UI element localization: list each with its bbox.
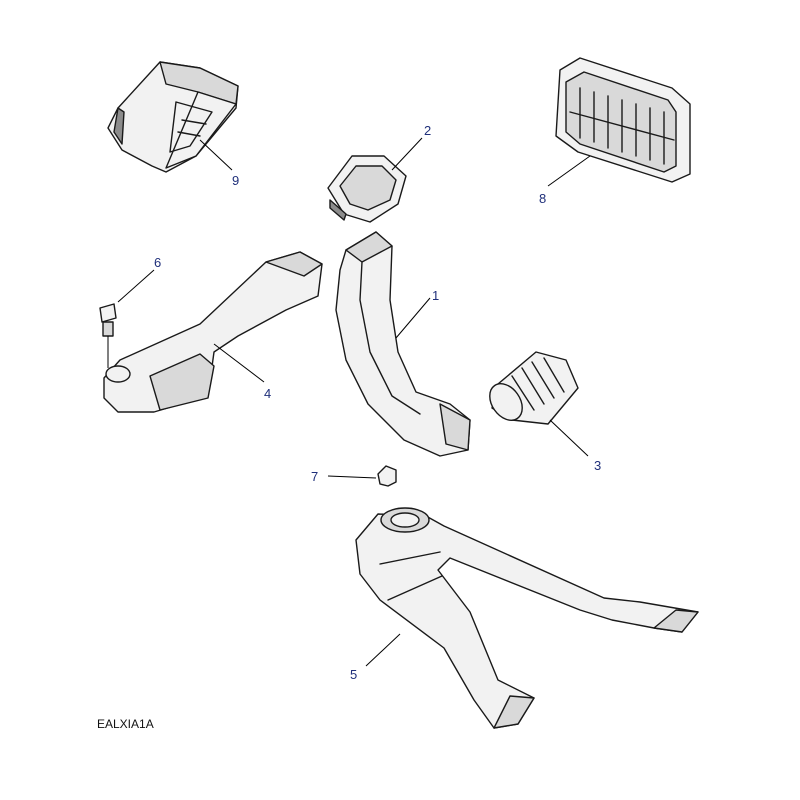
callout-7: 7 [311, 469, 318, 484]
part-7-clip [377, 465, 397, 487]
part-9-intake-box [107, 61, 239, 173]
part-1-curved-duct [335, 231, 471, 457]
part-2-collar [327, 155, 407, 223]
callout-3: 3 [594, 458, 601, 473]
callout-2: 2 [424, 123, 431, 138]
part-8-vent-grille [555, 57, 691, 183]
callout-9: 9 [232, 173, 239, 188]
leader-lines [107, 137, 591, 667]
callout-4: 4 [264, 386, 271, 401]
part-6-bolt [99, 303, 117, 337]
part-3-bellows [489, 351, 579, 425]
callout-1: 1 [432, 288, 439, 303]
part-4-side-duct [103, 251, 323, 413]
part-5-floor-duct [355, 507, 699, 729]
reference-code: EALXIA1A [97, 717, 154, 731]
callout-8: 8 [539, 191, 546, 206]
callout-6: 6 [154, 255, 161, 270]
callout-5: 5 [350, 667, 357, 682]
